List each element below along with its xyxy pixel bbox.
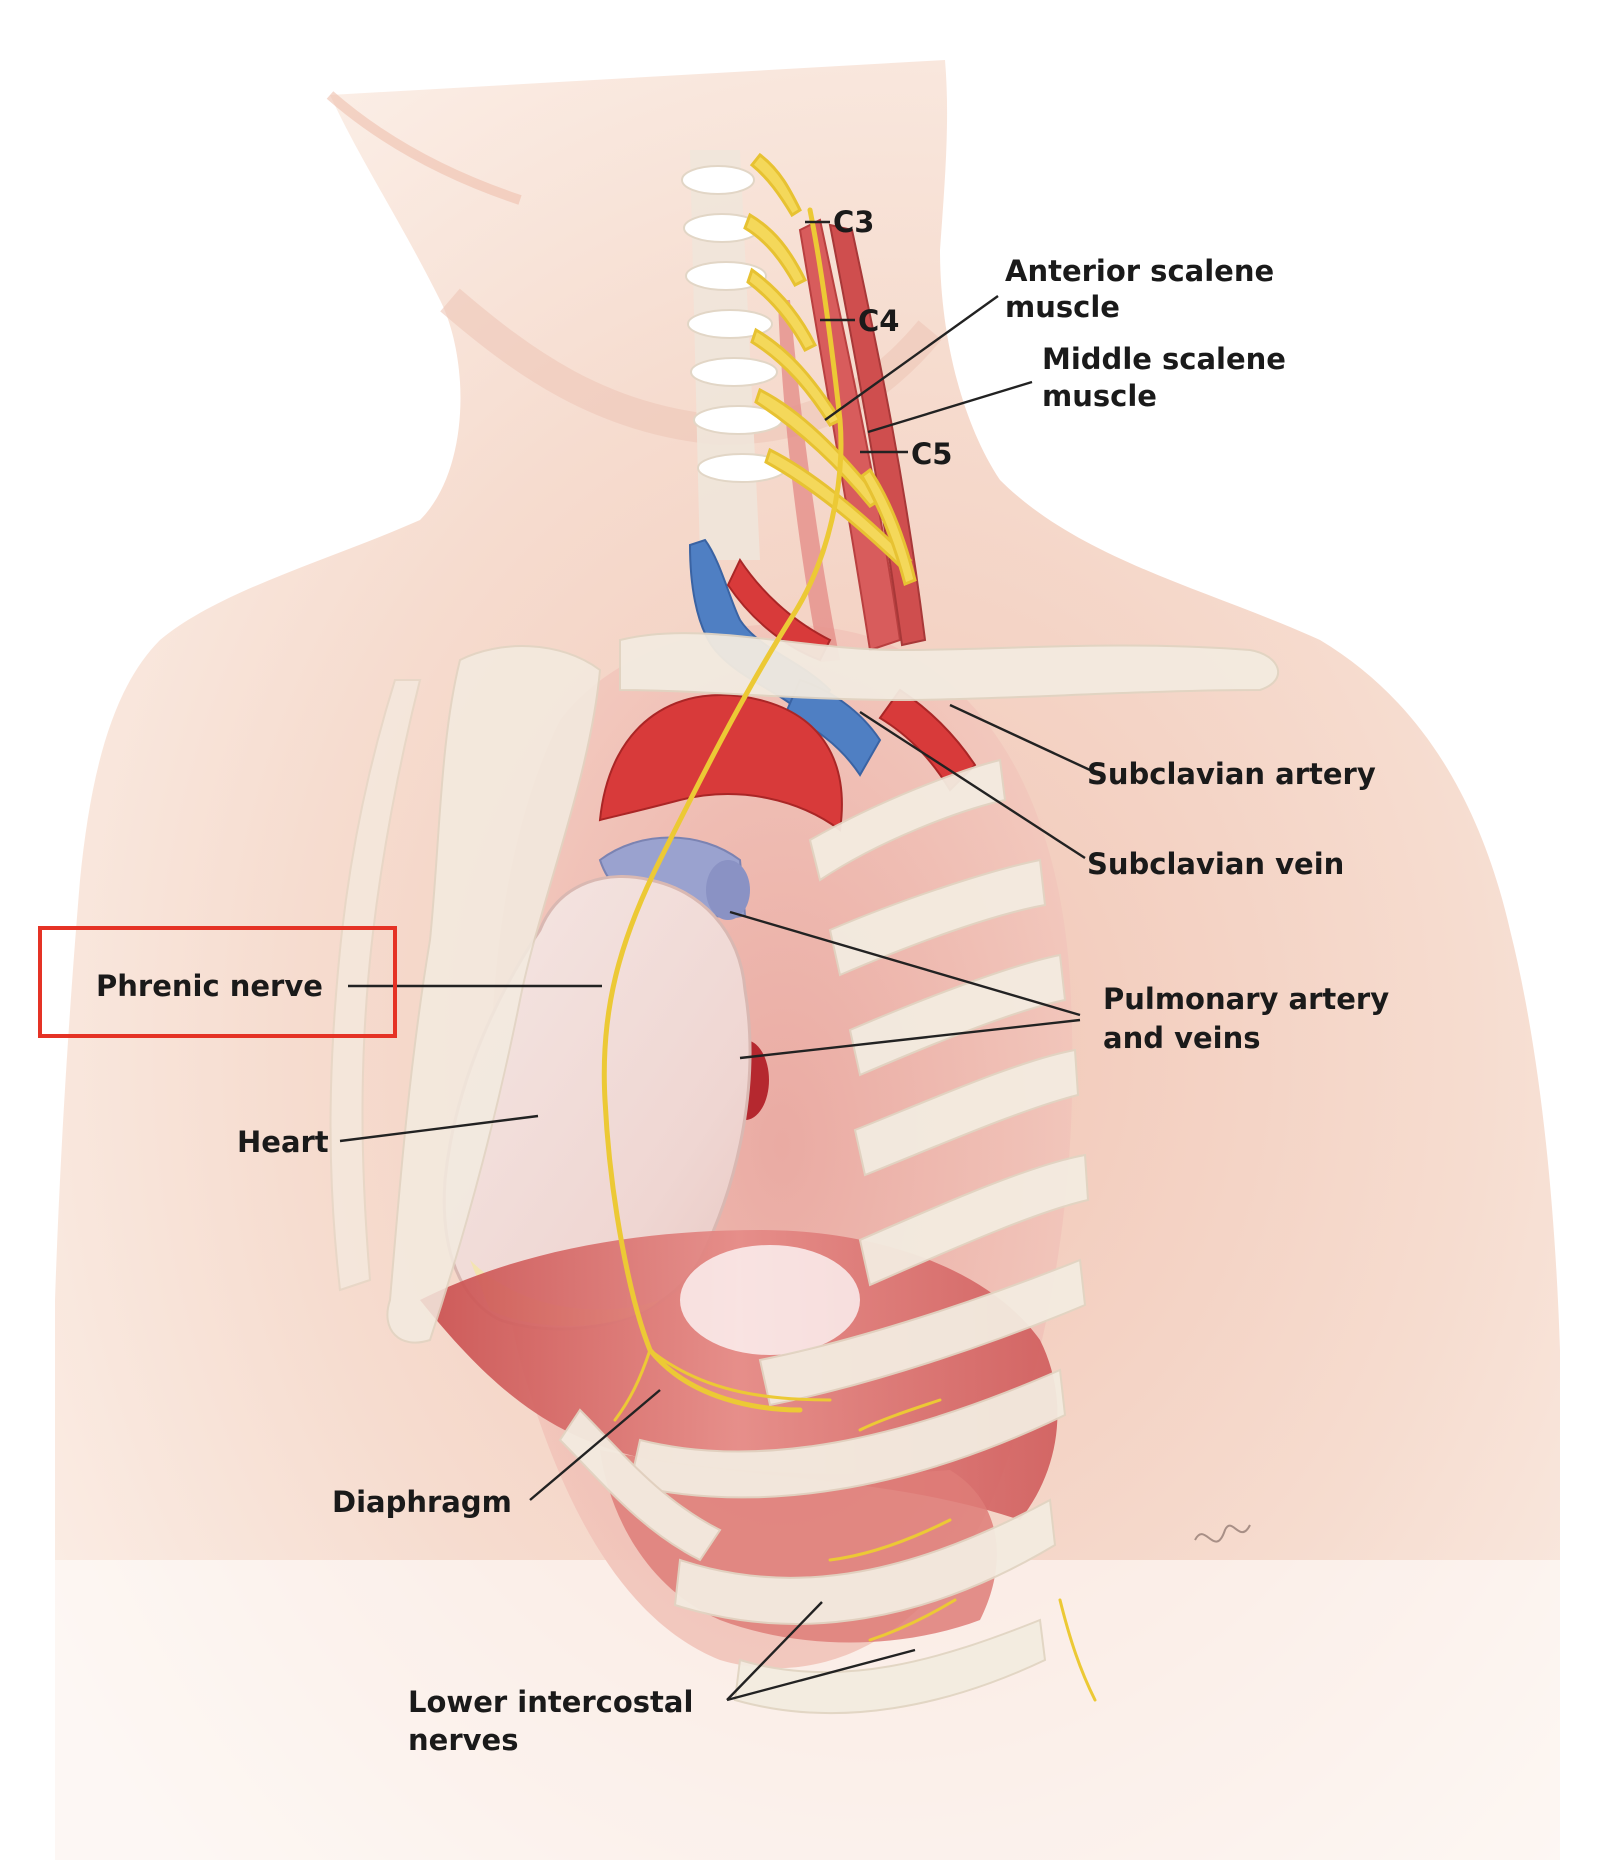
rib [828,858,1047,977]
rib [758,1258,1087,1407]
artist-signature [1194,1524,1251,1543]
label-anterior-scalene: Anterior scalene muscle [1005,254,1284,324]
rib [673,1498,1057,1625]
phrenic-nerve-path [601,207,1097,1702]
clavicle-bone [619,632,1280,702]
rib-cage [329,679,1090,1715]
label-c5: C5 [911,437,952,471]
phrenic-nerve-highlight-box [38,926,397,1038]
label-middle-scalene: Middle scalene muscle [1042,342,1296,413]
label-subclavian-vein: Subclavian vein [1087,847,1344,881]
label-heart: Heart [237,1125,329,1159]
label-c4: C4 [858,304,899,338]
aortic-arch [598,694,843,832]
phrenic-nerve [601,207,844,1413]
leader-lines [339,220,1091,1702]
cervical-nerve-roots [743,152,917,587]
label-pulmonary: Pulmonary artery and veins [1103,982,1399,1055]
label-diaphragm: Diaphragm [332,1485,512,1519]
labels: C3 C4 C5 Anterior scalene muscle Middle … [96,205,1399,1757]
rib [628,1368,1067,1499]
cervical-spine [681,150,787,560]
label-c3: C3 [833,205,874,239]
rib [853,1048,1080,1177]
label-subclavian-artery: Subclavian artery [1087,757,1376,791]
rib [733,1618,1047,1715]
rib [858,1153,1090,1287]
sternum-bone [386,645,602,1344]
rib [848,953,1067,1077]
rib [808,758,1007,882]
label-phrenic-nerve: Phrenic nerve [96,969,323,1003]
label-lower-intercostal: Lower intercostal nerves [408,1685,704,1757]
